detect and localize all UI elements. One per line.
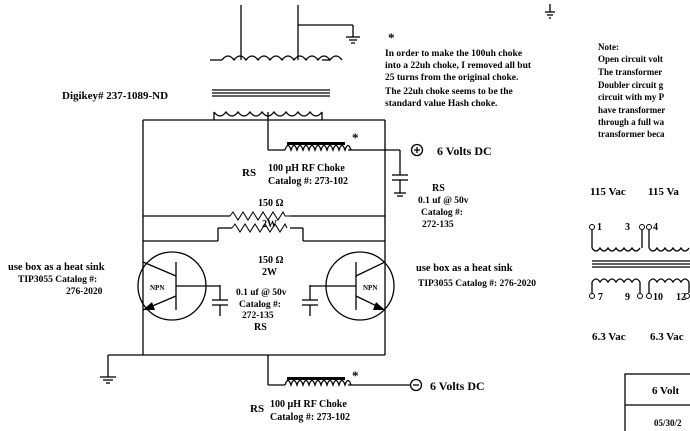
middle-cap-rs: RS xyxy=(254,322,267,333)
filter-cap-number: 272-135 xyxy=(422,220,454,230)
right-note-line-7: through a full wa xyxy=(598,117,665,127)
filter-cap-rs: RS xyxy=(432,183,445,194)
transformer-part-label: Digikey# 237-1089-ND xyxy=(62,90,168,102)
left-transistor-part: TIP3055 Catalog #: xyxy=(18,275,97,285)
left-transistor-type: NPN xyxy=(150,284,164,292)
title-block xyxy=(624,373,690,431)
pin-12: 12 xyxy=(676,292,686,303)
right-note-line-8: transformer beca xyxy=(598,129,665,139)
choke-note-line-1: In order to make the 100uh choke xyxy=(385,49,522,59)
negative-supply-label: 6 Volts DC xyxy=(430,379,485,393)
secondary-voltage-2: 6.3 Vac xyxy=(650,331,684,343)
secondary-voltage-1: 6.3 Vac xyxy=(592,331,626,343)
right-note-line-3: The transformer xyxy=(598,67,662,77)
top-choke-catalog: Catalog #: 273-102 xyxy=(268,176,348,187)
positive-terminal-icon xyxy=(410,143,424,157)
title-block-title: 6 Volt xyxy=(652,385,680,397)
pin-3: 3 xyxy=(625,222,630,233)
right-transistor-type: NPN xyxy=(363,284,377,292)
resistor-top-value: 150 Ω xyxy=(258,198,284,209)
resistor-bottom-watt: 2W xyxy=(262,267,277,278)
bottom-choke-asterisk: * xyxy=(352,368,359,383)
positive-supply-label: 6 Volts DC xyxy=(437,144,492,158)
circuit-wires xyxy=(100,119,410,386)
resistor-top-watt: 2W xyxy=(262,219,277,230)
right-note-line-4: Doubler circuit g xyxy=(598,80,664,90)
right-note-line-2: Open circuit volt xyxy=(598,54,663,64)
negative-terminal-icon xyxy=(409,378,423,392)
choke-note-line-4: The 22uh choke seems to be the xyxy=(385,87,513,97)
right-note-line-1: Note: xyxy=(598,42,619,52)
transformer xyxy=(210,5,360,130)
middle-cap-catalog: Catalog #: xyxy=(239,300,281,310)
resistor-top xyxy=(229,210,290,221)
right-heatsink-note: use box as a heat sink xyxy=(416,263,513,274)
middle-cap-value: 0.1 uf @ 50v xyxy=(236,288,287,298)
pin-10: 10 xyxy=(653,292,663,303)
primary-voltage-1: 115 Vac xyxy=(590,186,626,198)
top-choke-rs: RS xyxy=(242,167,256,179)
top-choke-title: 100 µH RF Choke xyxy=(268,163,345,174)
right-npn-transistor xyxy=(310,251,395,321)
top-rf-choke xyxy=(284,142,352,153)
filter-cap-value: 0.1 uf @ 50v xyxy=(418,196,469,206)
pin-1: 1 xyxy=(597,222,602,233)
right-transformer xyxy=(589,224,690,299)
right-note-line-5: circuit with my P xyxy=(598,92,665,102)
bottom-choke-rs: RS xyxy=(250,403,264,415)
resistor-bottom-value: 150 Ω xyxy=(258,255,284,266)
title-block-date: 05/30/2 xyxy=(654,418,682,428)
bottom-choke-title: 100 µH RF Choke xyxy=(270,399,347,410)
left-heatsink-note: use box as a heat sink xyxy=(8,262,105,273)
left-npn-transistor xyxy=(137,251,220,321)
resistor-bottom xyxy=(231,222,288,233)
middle-cap-number: 272-135 xyxy=(242,311,274,321)
right-note-line-6: have transformer xyxy=(598,105,665,115)
pin-4: 4 xyxy=(653,222,658,233)
pin-7: 7 xyxy=(598,292,603,303)
bottom-rf-choke xyxy=(284,377,352,388)
pin-9: 9 xyxy=(625,292,630,303)
primary-voltage-2: 115 Va xyxy=(648,186,679,198)
left-transistor-number: 276-2020 xyxy=(66,287,103,297)
choke-note-line-2: into a 22uh choke, I removed all but xyxy=(385,61,532,71)
top-choke-asterisk: * xyxy=(352,130,359,145)
choke-note-line-5: standard value Hash choke. xyxy=(385,99,497,109)
right-transistor-part: TIP3055 Catalog #: 276-2020 xyxy=(418,279,536,289)
note-asterisk: * xyxy=(388,30,395,45)
bottom-choke-catalog: Catalog #: 273-102 xyxy=(270,412,350,423)
choke-note-line-3: 25 turns from the original choke. xyxy=(385,73,518,83)
filter-cap-catalog: Catalog #: xyxy=(421,208,463,218)
